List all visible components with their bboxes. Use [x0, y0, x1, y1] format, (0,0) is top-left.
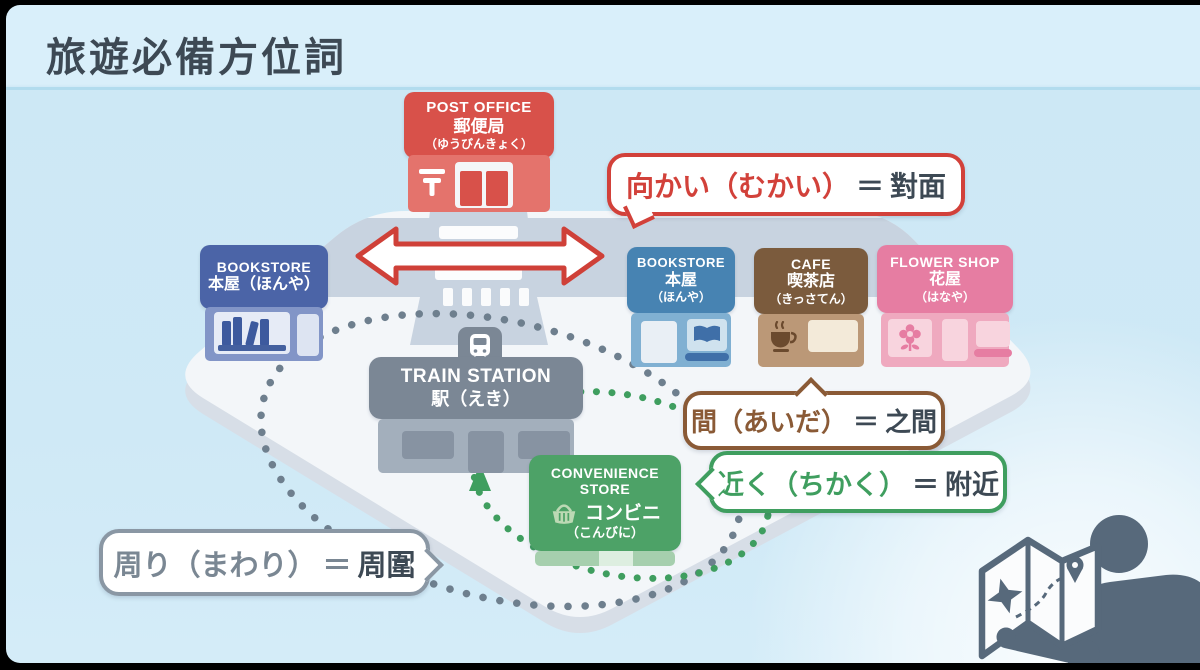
callout-aida: 間（あいだ） ＝ 之間	[683, 391, 945, 450]
map-reader-icon	[978, 515, 1200, 663]
chikaku-translation: 附近	[945, 469, 999, 500]
flower-shop-en: FLOWER SHOP	[890, 254, 1000, 271]
building-convenience-store: CONVENIENCE STORE コンビニ （こんびに）	[529, 455, 681, 566]
cafe-door	[808, 320, 858, 352]
equals-sign: ＝	[855, 170, 884, 202]
mukai-translation: 對面	[890, 170, 947, 202]
bookstore-left-en: BOOKSTORE	[216, 259, 312, 276]
equals-sign: ＝	[322, 549, 352, 582]
flower-shop-kana: （はなや）	[914, 289, 975, 304]
callout-mukai: 向かい（むかい） ＝ 對面	[607, 153, 965, 216]
cafe-en: CAFE	[790, 256, 832, 273]
building-post-office: POST OFFICE 郵便局 （ゆうびんきょく）	[404, 92, 554, 212]
bookstore-left-jp: 本屋（ほんや）	[207, 276, 320, 294]
slide: 旅遊必備方位詞	[6, 5, 1200, 663]
post-office-kana: （ゆうびんきょく）	[424, 136, 533, 151]
bookstore-right-door	[641, 321, 677, 363]
around-dotted-circle	[257, 309, 745, 611]
convenience-door	[599, 551, 633, 566]
mawari-term: 周り（まわり）	[113, 549, 317, 582]
convenience-en1: CONVENIENCE	[550, 465, 660, 482]
building-flower-shop: FLOWER SHOP 花屋 （はなや）	[877, 245, 1013, 367]
station-window	[402, 431, 454, 459]
cafe-jp: 喫茶店	[786, 273, 835, 291]
building-train-station: TRAIN STATION 駅（えき）	[369, 357, 583, 473]
flower-shop-jp: 花屋	[928, 271, 961, 289]
aida-translation: 之間	[885, 407, 938, 437]
post-office-jp: 郵便局	[453, 117, 505, 137]
train-station-jp: 駅（えき）	[431, 389, 521, 410]
bookshelf-icon	[214, 312, 290, 354]
station-door	[468, 431, 504, 473]
convenience-jp: コンビニ	[584, 502, 661, 524]
train-station-en: TRAIN STATION	[400, 366, 552, 388]
town-map-illustration	[185, 211, 1200, 663]
building-bookstore-left: BOOKSTORE 本屋（ほんや）	[200, 245, 328, 361]
flower-icon	[899, 324, 921, 351]
callout-mawari: 周り（まわり） ＝ 周圍	[99, 529, 430, 596]
open-book-icon	[694, 325, 720, 342]
callout-chikaku: 近く（ちかく） ＝ 附近	[709, 451, 1007, 513]
post-office-door	[455, 162, 513, 208]
building-bookstore-right: BOOKSTORE 本屋 （ほんや）	[627, 247, 735, 367]
crosswalk-stripes-vertical	[443, 288, 529, 306]
title-underline	[6, 87, 1200, 90]
shopping-basket-icon	[552, 504, 576, 525]
mukai-term: 向かい（むかい）	[625, 170, 850, 202]
bookstore-right-jp: 本屋	[664, 271, 697, 289]
equals-sign: ＝	[852, 407, 879, 437]
convenience-kana: （こんびに）	[565, 525, 644, 541]
double-arrow-icon	[355, 226, 605, 286]
station-window	[518, 431, 570, 459]
convenience-en2: STORE	[579, 481, 631, 498]
chikaku-term: 近く（ちかく）	[717, 469, 906, 500]
equals-sign: ＝	[912, 469, 939, 500]
aida-term: 間（あいだ）	[690, 407, 847, 437]
near-arrow-icon	[469, 464, 491, 491]
postal-mark-icon	[419, 169, 445, 196]
bookstore-right-en: BOOKSTORE	[636, 254, 726, 270]
near-dotted-circle	[469, 388, 773, 582]
flower-shop-door	[942, 319, 968, 361]
compass-icon	[987, 578, 1023, 614]
mawari-translation: 周圍	[357, 549, 416, 582]
bookstore-right-kana: （ほんや）	[650, 290, 711, 305]
crosswalk-stripe	[439, 226, 518, 239]
building-cafe: CAFE 喫茶店 （きっさてん）	[754, 248, 868, 367]
bookstore-left-door	[297, 314, 319, 356]
cafe-kana: （きっさてん）	[769, 291, 853, 306]
coffee-cup-icon	[771, 321, 797, 352]
page-title: 旅遊必備方位詞	[46, 36, 347, 80]
post-office-en: POST OFFICE	[426, 99, 532, 116]
